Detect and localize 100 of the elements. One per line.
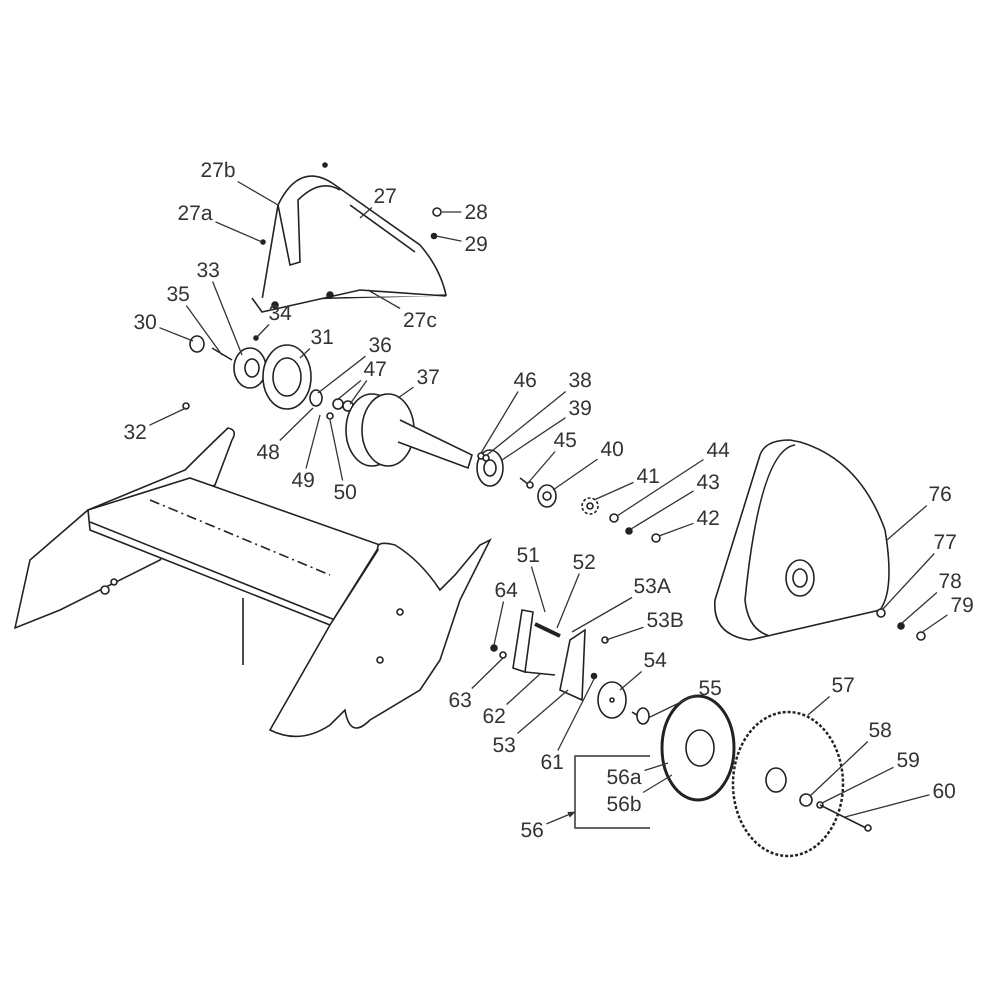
callout-number: 63	[448, 690, 473, 710]
callout-number: 79	[950, 594, 975, 616]
leader-line	[237, 180, 278, 206]
leader-line	[552, 458, 598, 491]
callout-number: 49	[290, 470, 316, 490]
callout-number: 35	[166, 284, 191, 304]
leader-line	[620, 671, 642, 690]
leader-line	[616, 458, 704, 517]
callout-number: 56b	[606, 794, 643, 814]
leader-line	[606, 626, 644, 641]
leader-line	[630, 490, 694, 530]
leader-line	[471, 658, 504, 689]
callout-number: 27b	[200, 160, 237, 180]
callout-number: 44	[706, 440, 731, 460]
callout-number: 62	[482, 706, 507, 726]
callout-number: 36	[368, 334, 393, 356]
callout-number: 41	[636, 466, 661, 486]
callout-number: 30	[132, 312, 158, 332]
callout-number: 53	[492, 734, 517, 756]
callout-number: 77	[932, 532, 958, 552]
leader-line	[368, 289, 400, 310]
leader-line	[644, 762, 668, 772]
leader-line	[572, 596, 632, 633]
callout-number: 51	[516, 544, 541, 566]
leader-line	[920, 614, 948, 634]
callout-number: 55	[698, 678, 723, 698]
leader-line	[844, 794, 930, 818]
leader-line	[279, 408, 314, 441]
leader-line	[159, 327, 194, 342]
leader-line	[810, 741, 868, 796]
leader-line	[808, 696, 830, 716]
leader-line	[149, 407, 186, 426]
callout-number: 50	[332, 482, 358, 502]
leader-line	[493, 601, 504, 646]
callout-number: 39	[568, 398, 593, 418]
leader-line	[212, 281, 243, 356]
leader-line	[186, 305, 223, 356]
leader-line	[480, 391, 519, 454]
callout-number: 48	[256, 442, 281, 462]
callout-number: 64	[494, 580, 519, 600]
leader-line	[360, 207, 372, 218]
callout-number: 29	[464, 234, 489, 254]
callout-number: 59	[896, 750, 921, 770]
leader-line	[642, 774, 672, 794]
callout-number: 33	[196, 260, 221, 280]
callout-number: 58	[868, 720, 893, 740]
callout-number: 52	[572, 552, 597, 572]
leader-line	[556, 573, 580, 628]
leader-line	[557, 678, 595, 751]
callout-number: 37	[416, 366, 441, 388]
leader-line	[318, 356, 366, 394]
leader-line	[398, 386, 414, 399]
callout-number: 38	[568, 370, 593, 390]
callout-number: 78	[938, 570, 963, 592]
leader-arrow	[546, 811, 576, 824]
leader-line	[329, 420, 344, 481]
callout-number: 56	[520, 820, 545, 840]
callout-number: 31	[310, 326, 335, 348]
leader-line	[502, 417, 566, 461]
callout-number: 54	[642, 650, 668, 670]
callout-number: 61	[540, 752, 565, 772]
leader-line	[530, 566, 546, 612]
leader-line	[442, 211, 462, 213]
leader-line	[215, 221, 262, 243]
callout-number: 28	[464, 202, 489, 222]
leader-line	[506, 674, 540, 705]
leader-line	[516, 690, 568, 734]
callout-number: 46	[512, 370, 538, 390]
callout-number: 43	[696, 472, 721, 492]
callout-number: 40	[600, 438, 625, 460]
callout-number: 56a	[606, 766, 643, 788]
leader-line	[528, 451, 556, 484]
bracket	[574, 755, 650, 829]
callout-number: 53B	[646, 610, 685, 630]
leader-line	[486, 391, 566, 456]
leader-line	[658, 522, 694, 537]
callout-number: 27a	[176, 202, 214, 224]
leader-line	[594, 482, 634, 501]
leader-line	[902, 592, 938, 624]
callout-number: 32	[122, 422, 148, 442]
leader-line	[349, 380, 368, 404]
callout-number: 27	[372, 186, 398, 206]
callout-number: 27c	[402, 310, 438, 330]
callout-number: 47	[362, 358, 388, 380]
callout-number: 42	[696, 508, 721, 528]
leader-line	[648, 694, 696, 719]
leader-line	[882, 553, 935, 610]
leader-line	[300, 348, 310, 358]
callout-number: 45	[552, 430, 578, 450]
leader-line	[256, 324, 270, 338]
callout-number: 53A	[632, 576, 672, 596]
leader-line	[336, 380, 362, 400]
leader-line	[436, 235, 462, 242]
leader-line	[305, 414, 321, 469]
leader-line	[822, 766, 894, 804]
callout-number: 60	[932, 780, 957, 802]
callout-number: 57	[830, 674, 856, 696]
callout-number: 34	[268, 302, 293, 324]
callout-number: 76	[928, 484, 953, 504]
leader-line	[886, 505, 928, 540]
